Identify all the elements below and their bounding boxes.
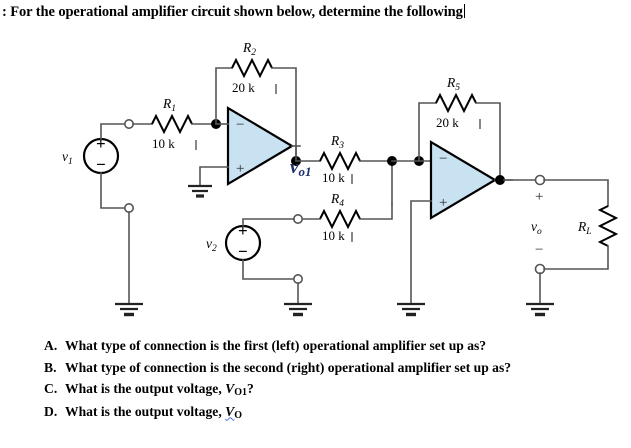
terminal-output-plus xyxy=(534,174,546,186)
question-d-letter: D. xyxy=(44,403,58,419)
ground-symbol-v1 xyxy=(115,302,143,317)
opamp-2-symbol xyxy=(429,140,498,220)
terminal-v2-out xyxy=(292,214,303,225)
wire-node-to-R2-left xyxy=(215,67,233,125)
output-port-group: + vo − RL xyxy=(503,174,619,317)
resistor-R2-value: 20 k xyxy=(232,80,255,95)
ground-symbol-opamp2 xyxy=(397,302,425,317)
question-d: D. What is the output voltage, VO xyxy=(44,404,624,421)
source-v1-group: + − v1 xyxy=(62,119,135,305)
resistor-R1-group: R1 10 k xyxy=(132,96,217,151)
opamp-2-noninverting-sign: + xyxy=(439,195,447,211)
resistor-R4-value: 10 k xyxy=(322,228,345,243)
resistor-R4-symbol xyxy=(319,208,361,230)
question-b: B. What type of connection is the second… xyxy=(44,360,624,376)
wire-opamp1-noninverting-to-ground xyxy=(199,166,229,187)
prompt-text: : For the operational amplifier circuit … xyxy=(2,4,463,20)
wire-to-RL-top xyxy=(543,179,609,207)
wire-R4-to-summing-node xyxy=(359,203,393,220)
ground-symbol-output xyxy=(526,302,554,317)
resistor-R2-label: R2 xyxy=(242,40,256,58)
resistor-R5-value: 20 k xyxy=(436,115,459,130)
ground-symbol-opamp1 xyxy=(188,184,212,198)
resistor-RL-symbol xyxy=(597,205,619,247)
wire-node-to-R5-left xyxy=(418,102,437,162)
opamp-2-inverting-sign: − xyxy=(439,151,447,167)
question-c: C. What is the output voltage, VO1? xyxy=(44,381,624,398)
resistor-R2-symbol xyxy=(231,57,273,79)
ground-symbol-v2 xyxy=(284,302,312,317)
question-b-letter: B. xyxy=(44,359,57,375)
question-d-subscript: O xyxy=(234,409,242,421)
wire-RL-to-minus xyxy=(543,245,609,270)
question-d-symbol-group: VO xyxy=(225,403,242,421)
output-minus-sign: − xyxy=(535,242,543,258)
wire-v2-bottom xyxy=(242,259,295,280)
terminal-output-minus xyxy=(534,263,546,275)
resistor-R3-value: 10 k xyxy=(322,170,345,185)
source-v2-plus: + xyxy=(238,221,248,240)
question-c-symbol: V xyxy=(225,381,235,396)
source-v1-label: v1 xyxy=(62,149,73,167)
resistor-R3-symbol xyxy=(319,150,361,172)
wire-opamp2-noninverting-to-ground xyxy=(410,200,432,305)
resistor-R4-group: R4 10 k xyxy=(292,191,393,243)
resistor-R3-label: R3 xyxy=(330,133,344,151)
wire-v2-top xyxy=(242,218,295,227)
source-v1-top-lead xyxy=(100,123,125,140)
wire-R2-to-output xyxy=(271,67,297,162)
wire-R5-to-output xyxy=(475,102,501,181)
terminal-v2-bottom xyxy=(292,274,303,285)
question-d-text: What is the output voltage, VO xyxy=(65,403,242,421)
opamp-1-inverting-sign: − xyxy=(236,117,244,133)
resistor-R5-symbol xyxy=(435,92,477,114)
question-c-letter: C. xyxy=(44,381,58,396)
node-opamp2-output xyxy=(495,175,505,185)
source-v2-group: + − v2 xyxy=(206,218,312,317)
question-c-subscript: O1 xyxy=(234,387,247,398)
opamp-1-noninverting-sign: + xyxy=(236,161,244,177)
source-v1-bottom-lead xyxy=(100,172,125,209)
text-caret xyxy=(463,4,465,18)
resistor-R1-label: R1 xyxy=(162,96,176,114)
source-v2-label: v2 xyxy=(206,236,217,254)
resistor-RL-label: RL xyxy=(577,219,592,237)
question-c-text: What is the output voltage, VO1? xyxy=(65,381,254,398)
opamp-1-group: − + vo1 xyxy=(188,106,311,198)
resistor-R1-value: 10 k xyxy=(152,136,175,151)
output-vo-label: vo xyxy=(531,219,542,237)
resistor-R5-group: R5 20 k xyxy=(418,75,501,181)
question-b-text: What type of connection is the second (r… xyxy=(65,359,512,375)
questions-list: A. What type of connection is the first … xyxy=(44,338,624,426)
source-v2-minus: − xyxy=(238,242,248,261)
question-a-text: What type of connection is the first (le… xyxy=(65,338,487,353)
opamp-circuit-diagram: .w { stroke:#555555; stroke-width:1.6; f… xyxy=(62,40,619,317)
resistor-R1-symbol xyxy=(151,113,193,135)
terminal-v1-bottom xyxy=(124,203,135,214)
source-v1-plus: + xyxy=(96,134,106,153)
opamp-1-symbol xyxy=(226,106,295,186)
resistor-R5-label: R5 xyxy=(446,75,460,93)
page-title: : For the operational amplifier circuit … xyxy=(2,4,465,21)
question-a-letter: A. xyxy=(44,338,58,353)
question-d-symbol: V xyxy=(225,403,235,419)
terminal-v1-top xyxy=(124,119,135,130)
opamp-2-group: − + xyxy=(397,140,513,317)
source-v1-minus: − xyxy=(96,155,106,174)
resistor-R4-label: R4 xyxy=(330,191,344,209)
question-a: A. What type of connection is the first … xyxy=(44,338,624,354)
output-plus-sign: + xyxy=(535,189,543,205)
wire-R3-to-summing-node xyxy=(359,160,393,205)
